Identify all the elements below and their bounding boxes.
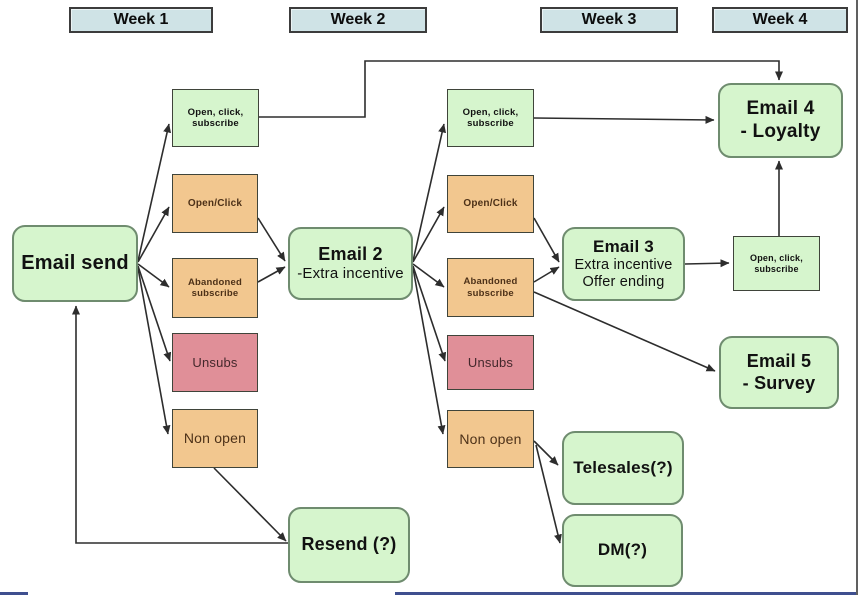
- edge-w1-ab-to-email2: [257, 266, 286, 283]
- node-email-2: Email 2-Extra incentive: [288, 227, 413, 300]
- node-resend: Resend (?): [288, 507, 410, 583]
- node-email-send: Email send: [12, 225, 138, 302]
- node-label: Email 5: [746, 351, 812, 372]
- node-w4-open-click-subscribe: Open, click,subscribe: [733, 236, 820, 291]
- node-w1-unsubs: Unsubs: [172, 333, 258, 392]
- node-label: Offer ending: [582, 274, 665, 291]
- node-w3-open-click-subscribe: Open, click,subscribe: [447, 89, 534, 147]
- node-email-4: Email 4- Loyalty: [718, 83, 843, 158]
- node-label: Email send: [21, 251, 129, 274]
- node-w3-non-open: Non open: [447, 410, 534, 468]
- node-label: Abandoned: [187, 276, 243, 288]
- edge-send-to-w1-non-open: [137, 267, 171, 435]
- edge-w3-oc-to-email3: [533, 217, 560, 263]
- node-label: Unsubs: [467, 354, 514, 370]
- node-w3-unsubs: Unsubs: [447, 335, 534, 390]
- node-label: Open/Click: [463, 198, 518, 210]
- header-week-3: Week 3: [540, 7, 678, 33]
- node-label: - Loyalty: [740, 120, 821, 142]
- node-label: subscribe: [467, 118, 514, 129]
- node-label: Email 2: [318, 244, 383, 265]
- node-label: Open/Click: [187, 197, 243, 209]
- node-label: - Survey: [742, 372, 816, 393]
- edge-w3-ab-to-email3: [533, 266, 560, 283]
- node-label: subscribe: [192, 118, 239, 129]
- edge-w1-no-to-resend: [213, 467, 287, 542]
- node-w3-open-click: Open/Click: [447, 175, 534, 233]
- node-label: subscribe: [754, 263, 799, 274]
- edge-w3-no-to-dm: [535, 444, 562, 544]
- header-label: Week 4: [752, 11, 808, 28]
- edge-email2-to-w3-un: [412, 265, 447, 362]
- node-label: Open, click,: [462, 106, 519, 118]
- node-label: Non open: [459, 430, 522, 447]
- node-label: Telesales(?): [573, 457, 673, 477]
- edge-send-to-w1-open-click: [137, 206, 170, 263]
- node-label: Email 4: [746, 98, 815, 120]
- edge-send-to-w1-open-click-subscribe: [137, 123, 172, 262]
- node-label: Abandoned: [463, 276, 518, 288]
- node-label: -Extra incentive: [297, 265, 404, 283]
- scan-artifact-bottom-line: [395, 592, 856, 595]
- node-dm: DM(?): [562, 514, 683, 587]
- edge-w3-no-to-telesales: [533, 440, 559, 466]
- edge-w3-ocs-to-email4: [533, 115, 715, 124]
- node-w1-non-open: Non open: [172, 409, 258, 468]
- header-label: Week 3: [581, 11, 637, 28]
- edge-send-to-w1-unsubs: [137, 265, 172, 362]
- edge-email2-to-w3-ocs: [412, 123, 447, 262]
- header-week-2: Week 2: [289, 7, 427, 33]
- edge-email2-to-w3-no: [412, 267, 446, 435]
- node-telesales: Telesales(?): [562, 431, 684, 505]
- node-label: Extra incentive: [574, 256, 673, 273]
- header-label: Week 1: [113, 11, 169, 28]
- node-label: Non open: [183, 430, 247, 447]
- header-week-1: Week 1: [69, 7, 213, 33]
- edge-send-to-w1-abandoned: [137, 263, 170, 288]
- edge-email2-to-w3-oc: [412, 206, 445, 263]
- edge-w1-oc-to-email2: [257, 217, 286, 262]
- node-label: Resend (?): [301, 534, 397, 555]
- node-label: subscribe: [467, 287, 514, 299]
- node-email-5: Email 5- Survey: [719, 336, 839, 409]
- node-w1-open-click-subscribe: Open, click,subscribe: [172, 89, 259, 147]
- node-label: Open, click,: [187, 106, 244, 118]
- node-label: DM(?): [597, 540, 648, 560]
- edge-w3-ab-to-email5: [533, 291, 716, 372]
- scan-artifact-bottom-dash: [0, 592, 28, 595]
- node-label: subscribe: [191, 288, 239, 299]
- node-label: Open, click,: [750, 252, 803, 263]
- node-label: Unsubs: [192, 354, 238, 370]
- edge-email3-to-w4-ocs: [684, 259, 730, 268]
- node-w1-open-click: Open/Click: [172, 174, 258, 233]
- node-label: Email 3: [593, 236, 654, 256]
- edge-email2-to-w3-ab: [412, 263, 445, 288]
- header-week-4: Week 4: [712, 7, 848, 33]
- header-label: Week 2: [330, 11, 386, 28]
